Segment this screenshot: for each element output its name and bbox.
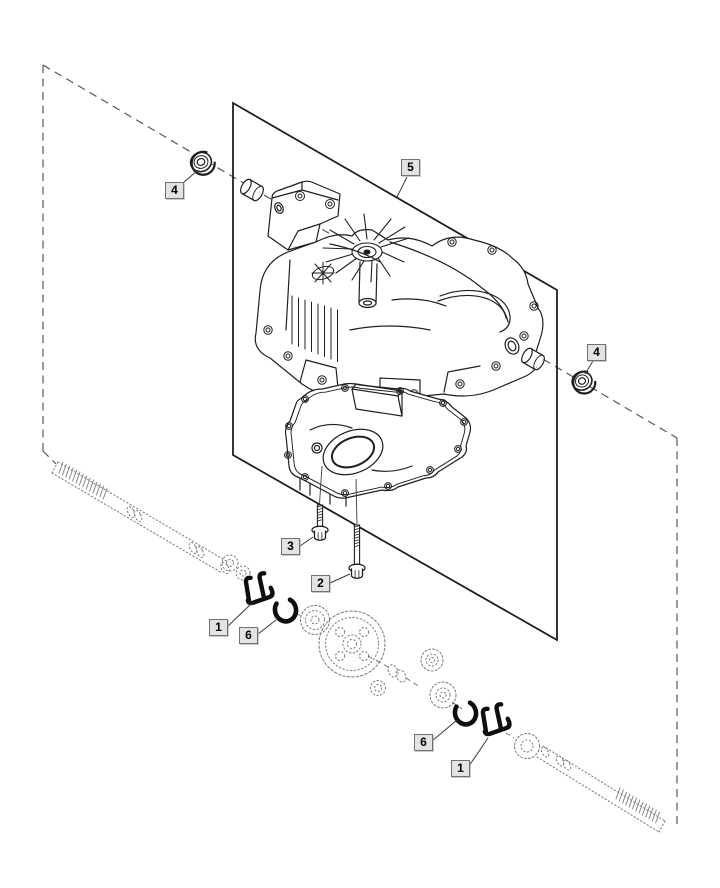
phantom-gear-large (318, 610, 386, 678)
callout-leader-lines (182, 169, 594, 767)
callout-2[interactable]: 2 (311, 575, 330, 592)
right-axle-splines (615, 787, 661, 824)
right-bushing (521, 347, 545, 371)
callout-6[interactable]: 6 (414, 734, 433, 751)
callout-6[interactable]: 6 (239, 627, 258, 644)
left-bushing (240, 178, 264, 202)
retainer-clip-1-right (480, 702, 512, 737)
callout-4[interactable]: 4 (587, 344, 606, 361)
phantom-gear-small-left (300, 605, 330, 635)
bolt-short-3 (311, 504, 329, 541)
cooling-fins (291, 295, 338, 362)
callout-1[interactable]: 1 (209, 619, 228, 636)
gasket-panel-5 (232, 101, 558, 642)
pan-flange-holes (284, 384, 468, 497)
left-axle-splines (58, 461, 108, 500)
transaxle-cover-pan (284, 382, 472, 507)
bolt-long-2 (348, 524, 366, 579)
right-axle-shaft (536, 745, 666, 833)
transaxle-housing (254, 180, 544, 402)
e-clip-6-left (272, 597, 299, 624)
e-clip-6-right (452, 700, 479, 727)
bolt-boss-icon (295, 191, 335, 209)
callout-3[interactable]: 3 (281, 538, 300, 555)
right-bearing-4 (571, 370, 597, 395)
left-bearing-4 (189, 150, 216, 176)
bolt-leader-lines (319, 465, 358, 525)
cooling-fan (322, 213, 410, 283)
bolt-bosses (263, 237, 539, 399)
callout-4[interactable]: 4 (165, 182, 184, 199)
callout-1[interactable]: 1 (451, 760, 470, 777)
left-axle-shaft (51, 461, 230, 575)
phantom-parts (51, 461, 666, 833)
bevel-gear (311, 261, 335, 285)
callout-5[interactable]: 5 (401, 159, 420, 176)
left-axle-port (274, 202, 284, 214)
retainer-clip-1-left (243, 571, 275, 606)
